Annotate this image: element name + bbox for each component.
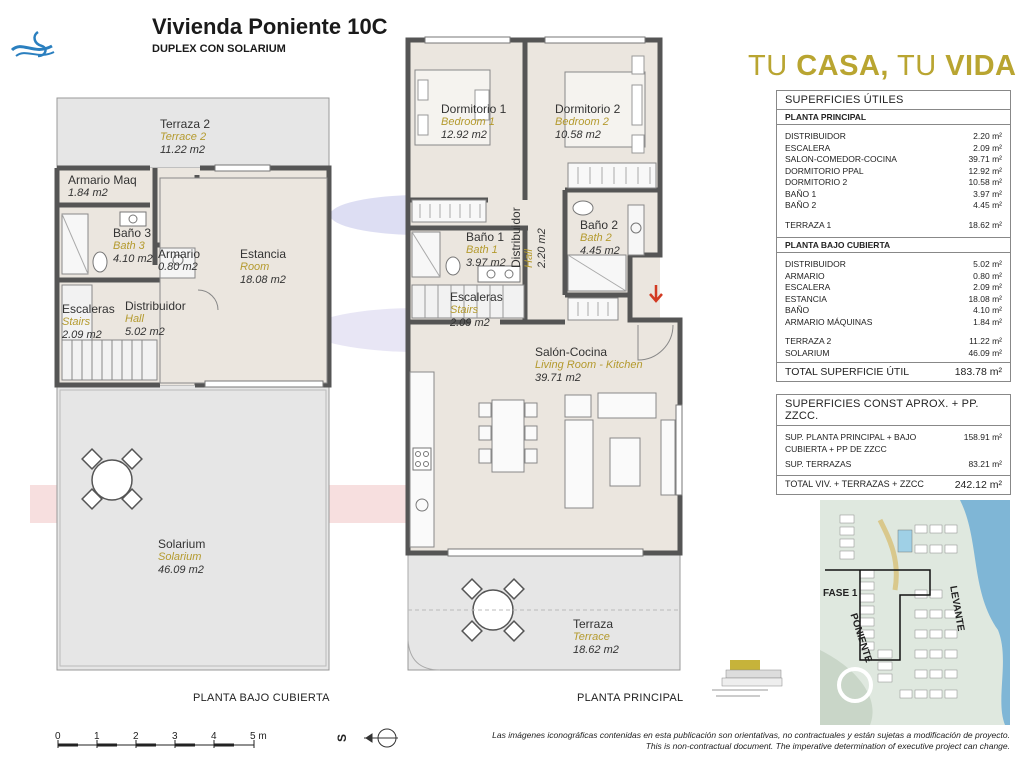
slogan: TU CASA, TU VIDA — [748, 50, 1017, 82]
map-fase-label: FASE 1 — [823, 588, 858, 599]
building-icon — [712, 660, 783, 697]
scale-tick-2: 2 — [133, 731, 139, 742]
disclaimer: Las imágenes iconográficas contenidas en… — [492, 730, 1010, 751]
scale-tick-5: 5 m — [250, 731, 267, 742]
table-header: SUPERFICIES ÚTILES — [776, 90, 1011, 110]
plan-label-main: PLANTA PRINCIPAL — [577, 692, 684, 704]
section-bajo-cubierta: PLANTA BAJO CUBIERTA — [777, 237, 1010, 252]
surfaces-table: SUPERFICIES ÚTILES PLANTA PRINCIPAL DIST… — [776, 90, 1011, 495]
site-map — [820, 500, 1010, 725]
page-title: Vivienda Poniente 10C — [152, 14, 388, 39]
terrace-1 — [407, 552, 681, 671]
scale-tick-0: 0 — [55, 731, 61, 742]
floor-plans — [30, 36, 683, 748]
entrance-arrow-icon — [649, 285, 663, 303]
scale-tick-3: 3 — [172, 731, 178, 742]
solarium-area — [56, 384, 330, 671]
north-arrow-icon — [364, 728, 398, 748]
terrace-2 — [56, 97, 330, 169]
logo-icon — [10, 30, 55, 58]
section-principal: PLANTA PRINCIPAL — [785, 112, 867, 122]
table-header-const: SUPERFICIES CONST APROX. + PP. ZZCC. — [776, 394, 1011, 426]
scale-tick-1: 1 — [94, 731, 100, 742]
table-row: CUBIERTA + PP DE ZZCC — [785, 443, 887, 454]
page-subtitle: DUPLEX CON SOLARIUM — [152, 43, 286, 55]
plan-label-upper: PLANTA BAJO CUBIERTA — [193, 692, 330, 704]
north-label: S — [335, 733, 350, 743]
scale-tick-4: 4 — [211, 731, 217, 742]
